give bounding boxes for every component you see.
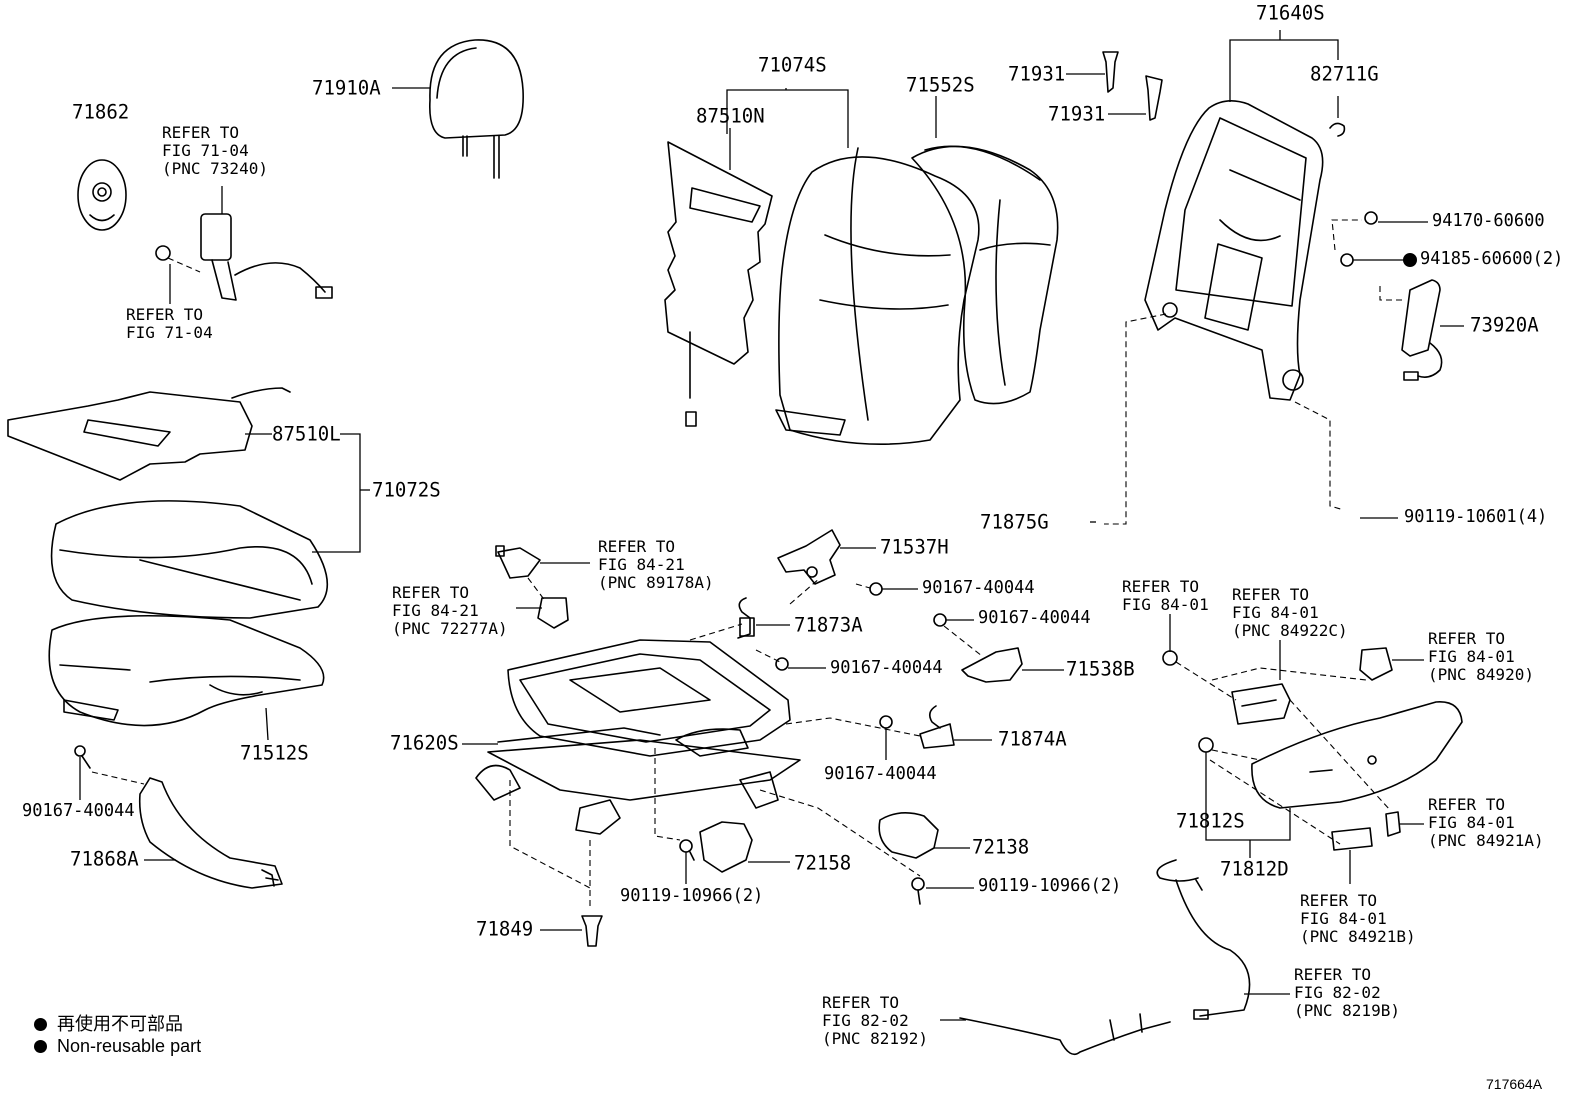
part-label-71931-bottom: 71931 — [1048, 102, 1106, 126]
part-label-90119-10966-a: 90119-10966(2) — [620, 885, 764, 907]
part-label-71072S: 71072S — [372, 478, 441, 502]
part-label-90167-40044-d: 90167-40044 — [824, 763, 937, 785]
part-label-90167-40044-e: 90167-40044 — [22, 800, 135, 822]
hook-71874A — [919, 705, 955, 749]
figure-id: 717664A — [1486, 1076, 1543, 1092]
part-label-71812D: 71812D — [1220, 857, 1289, 881]
ref-note-pnc-84921A: REFER TO FIG 84-01 (PNC 84921A) — [1428, 795, 1544, 850]
part-label-94185-60600: 94185-60600(2) — [1420, 248, 1564, 270]
part-label-71868A: 71868A — [70, 847, 139, 871]
ref-note-pnc-84922C: REFER TO FIG 84-01 (PNC 84922C) — [1232, 585, 1348, 640]
part-label-90167-40044-b: 90167-40044 — [978, 607, 1091, 629]
nonreusable-marker — [1403, 253, 1417, 267]
bullet-icon — [34, 1018, 47, 1031]
screw-90119-10966-left — [679, 839, 695, 861]
clip-71931 — [1102, 51, 1163, 121]
part-label-71537H: 71537H — [880, 535, 949, 559]
knob-84920 — [1359, 647, 1393, 681]
part-label-72138: 72138 — [972, 835, 1030, 859]
switch-84922C — [1231, 683, 1291, 725]
seat-adjuster-71620S — [475, 639, 801, 835]
part-label-94170-60600: 94170-60600 — [1432, 210, 1545, 232]
side-cover-71812D — [1251, 701, 1463, 809]
part-label-71875G: 71875G — [980, 510, 1049, 534]
part-label-71931-top: 71931 — [1008, 62, 1066, 86]
trim-71868A — [138, 777, 283, 889]
legend-japanese: 再使用不可部品 — [34, 1010, 183, 1036]
part-label-90119-10966-b: 90119-10966(2) — [978, 875, 1122, 897]
heater-mat-87510N — [664, 141, 773, 427]
screw-90167-d — [879, 715, 893, 729]
bracket-71537H — [777, 529, 841, 585]
part-label-90167-40044-c: 90167-40044 — [830, 657, 943, 679]
ref-note-pnc-82192: REFER TO FIG 82-02 (PNC 82192) — [822, 993, 928, 1048]
bracket-72277A — [537, 597, 569, 629]
part-label-73920A: 73920A — [1470, 313, 1539, 337]
part-label-71849: 71849 — [476, 917, 534, 941]
legend-text-japanese: 再使用不可部品 — [57, 1014, 183, 1034]
screw-71812 — [1198, 737, 1214, 753]
bullet-icon — [34, 1040, 47, 1053]
screw-90167-c — [775, 657, 789, 671]
ref-note-pnc-84921B: REFER TO FIG 84-01 (PNC 84921B) — [1300, 891, 1416, 946]
ref-note-fig-71-04: REFER TO FIG 71-04 — [126, 305, 213, 342]
clip-8401 — [1162, 650, 1178, 666]
ref-note-pnc-84920: REFER TO FIG 84-01 (PNC 84920) — [1428, 629, 1534, 684]
hook-71873A — [737, 597, 755, 639]
side-airbag-73920A — [1401, 279, 1443, 381]
part-label-71874A: 71874A — [998, 727, 1067, 751]
part-label-71862: 71862 — [72, 100, 130, 124]
part-label-71620S: 71620S — [390, 731, 459, 755]
heater-mat-87510L — [7, 387, 291, 481]
ref-note-pnc-8219B: REFER TO FIG 82-02 (PNC 8219B) — [1294, 965, 1400, 1020]
nut-94170 — [1364, 211, 1378, 225]
bracket-71538B — [961, 647, 1023, 683]
part-label-71538B: 71538B — [1066, 657, 1135, 681]
ref-note-pnc-72277A: REFER TO FIG 84-21 (PNC 72277A) — [392, 583, 508, 638]
screw-90167-b — [933, 613, 947, 627]
ref-note-fig-84-01: REFER TO FIG 84-01 — [1122, 577, 1209, 614]
part-label-90167-40044-a: 90167-40044 — [922, 577, 1035, 599]
part-label-71910A: 71910A — [312, 76, 381, 100]
knob-84921B — [1331, 827, 1373, 851]
seatback-cover-71074S — [775, 147, 980, 446]
knob-84921A — [1385, 811, 1401, 837]
part-label-71074S: 71074S — [758, 53, 827, 77]
part-label-72158: 72158 — [794, 851, 852, 875]
legend-english: Non-reusable part — [34, 1036, 201, 1057]
seatback-frame-71640S — [1144, 100, 1346, 401]
screw-90119-10966-right — [911, 877, 925, 905]
cover-72158 — [699, 821, 753, 873]
part-label-90119-10601: 90119-10601(4) — [1404, 506, 1548, 528]
ref-note-pnc-89178A: REFER TO FIG 84-21 (PNC 89178A) — [598, 537, 714, 592]
wire-harness — [959, 859, 1251, 1056]
seatbelt-buckle — [155, 213, 333, 301]
pin-71849 — [581, 915, 603, 947]
part-label-71552S: 71552S — [906, 73, 975, 97]
screw-90167-a — [869, 582, 883, 596]
part-label-87510L: 87510L — [272, 422, 341, 446]
cushion-pad-71512S — [48, 614, 325, 727]
part-label-87510N: 87510N — [696, 104, 765, 128]
connector-89178A — [495, 545, 541, 579]
ref-note-pnc-73240: REFER TO FIG 71-04 (PNC 73240) — [162, 123, 268, 178]
knob-71862 — [77, 159, 127, 231]
seatback-pad-71552S — [911, 145, 1059, 405]
part-label-71512S: 71512S — [240, 741, 309, 765]
legend-text-english: Non-reusable part — [57, 1036, 202, 1056]
part-label-71812S: 71812S — [1176, 809, 1245, 833]
cushion-cover-71072S — [50, 500, 329, 619]
headrest-71910A — [428, 39, 524, 179]
part-label-71873A: 71873A — [794, 613, 863, 637]
cover-72138 — [878, 812, 939, 859]
part-label-82711G: 82711G — [1310, 62, 1379, 86]
nut-94185 — [1340, 253, 1354, 267]
screw-90167-left — [74, 745, 91, 769]
part-label-71640S: 71640S — [1256, 1, 1325, 25]
